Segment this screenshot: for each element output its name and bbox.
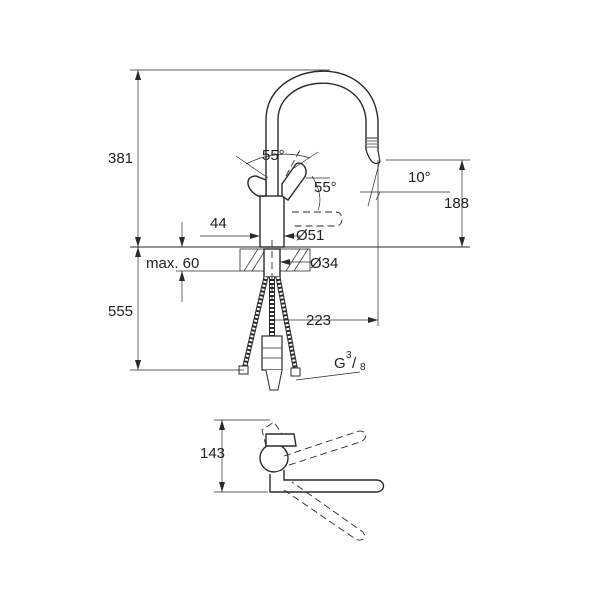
plan-lever	[265, 433, 297, 447]
dim-143-label: 143	[200, 445, 225, 462]
hose-weight-tip	[265, 369, 283, 391]
dim-44-label: 44	[210, 215, 227, 232]
dim-max60-label: max. 60	[146, 255, 199, 272]
dim-188-label: 188	[444, 195, 469, 212]
plan-body	[259, 443, 289, 473]
connection-fraction-slash: /	[352, 355, 357, 372]
spout-outer	[265, 70, 379, 196]
spray-head-grip	[367, 140, 377, 148]
hose-weight	[261, 335, 283, 371]
lever-axis-dash	[285, 149, 301, 177]
dim-555-label: 555	[108, 303, 133, 320]
plan-spout-rotated-up	[283, 430, 367, 467]
lever-handle-left	[247, 175, 267, 197]
connection-g-label: G	[334, 355, 346, 372]
hoses	[238, 276, 301, 377]
spray-head	[365, 149, 381, 165]
faucet-body	[259, 195, 285, 248]
angle-arc-55-side	[311, 175, 321, 211]
angle-line-left	[235, 155, 269, 179]
plan-lever-rotated	[261, 421, 283, 447]
lever-handle-right	[281, 162, 307, 201]
spout-inner	[277, 82, 367, 196]
elevation-view: 381 555 max. 60 44 Ø51 Ø34 223	[108, 69, 470, 391]
lever-alt-position	[292, 211, 343, 227]
angle-arc-55-top	[245, 153, 311, 165]
plan-view: 143	[200, 419, 385, 541]
spray-angle-line	[367, 159, 381, 207]
dim-381-label: 381	[108, 150, 133, 167]
angle-line-right	[293, 151, 319, 169]
connection-fraction-den: 8	[360, 362, 366, 373]
dim-223-label: 223	[306, 312, 331, 329]
dim-g38-leader	[295, 371, 361, 381]
angle-10-label: 10°	[408, 169, 431, 186]
spray-angle-tick	[375, 191, 381, 201]
dim-d34-label: Ø34	[310, 255, 338, 272]
angle-55-side-label: 55°	[314, 179, 337, 196]
plan-spout	[269, 470, 385, 493]
dim-d51-label: Ø51	[296, 227, 324, 244]
angle-55-top-label: 55°	[262, 147, 285, 164]
connection-fraction-num: 3	[346, 350, 352, 361]
